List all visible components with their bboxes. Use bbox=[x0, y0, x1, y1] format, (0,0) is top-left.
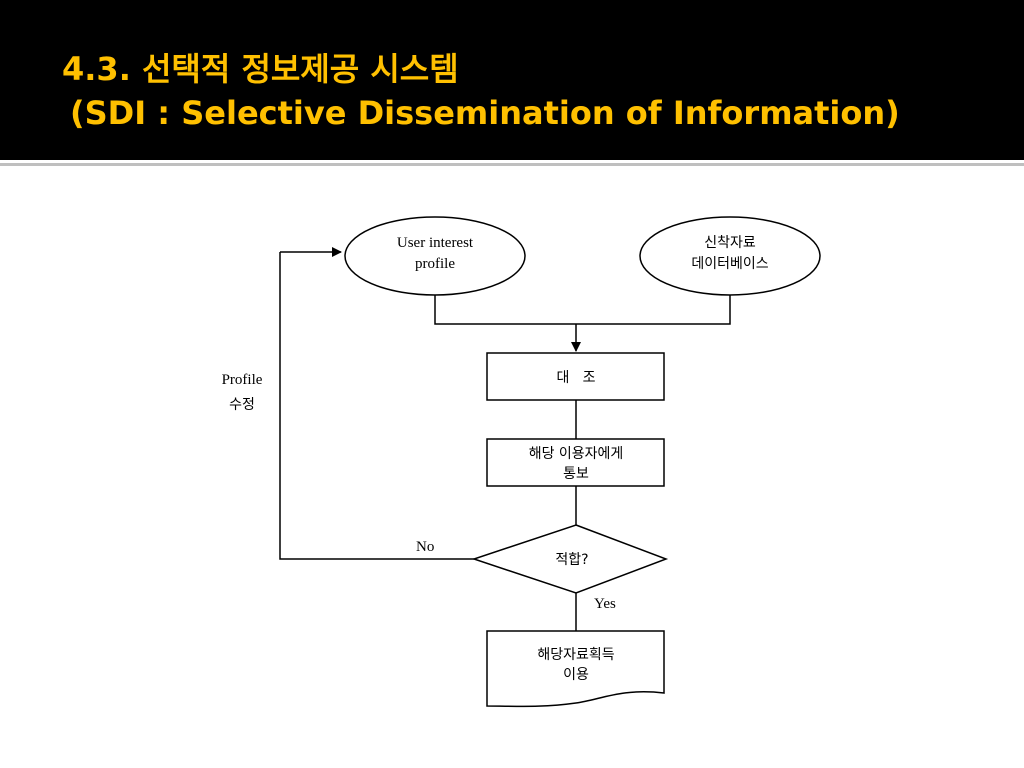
notify-label-line2: 통보 bbox=[563, 466, 589, 482]
slide-subtitle: (SDI : Selective Dissemination of Inform… bbox=[70, 94, 900, 132]
acquire-label-line1: 해당자료획득 bbox=[537, 647, 614, 663]
new-materials-database-node: 신착자료 데이터베이스 bbox=[639, 216, 821, 296]
title-divider bbox=[0, 163, 1024, 166]
no-label: No bbox=[416, 539, 434, 555]
suitability-decision-node: 적합? bbox=[471, 524, 669, 594]
no-branch-line bbox=[279, 252, 474, 560]
compare-label: 대 조 bbox=[556, 370, 595, 386]
merge-connector bbox=[434, 295, 731, 325]
user-profile-label-line2: profile bbox=[415, 256, 455, 272]
slide-title: 4.3. 선택적 정보제공 시스템 bbox=[62, 50, 459, 88]
decision-label: 적합? bbox=[555, 552, 588, 568]
acquire-label-line2: 이용 bbox=[563, 667, 589, 683]
compare-node: 대 조 bbox=[486, 352, 665, 401]
user-interest-profile-node: User interest profile bbox=[344, 216, 526, 296]
yes-label: Yes bbox=[594, 596, 616, 612]
profile-edit-label-line1: Profile bbox=[222, 372, 263, 388]
profile-edit-label-line2: 수정 bbox=[229, 397, 255, 413]
database-label-line1: 신착자료 bbox=[704, 235, 756, 251]
acquire-document-node: 해당자료획득 이용 bbox=[486, 630, 665, 708]
notify-user-node: 해당 이용자에게 통보 bbox=[486, 438, 665, 487]
notify-label-line1: 해당 이용자에게 bbox=[529, 446, 624, 462]
database-label-line2: 데이터베이스 bbox=[691, 256, 768, 272]
title-bar: 4.3. 선택적 정보제공 시스템 (SDI : Selective Disse… bbox=[0, 0, 1024, 160]
user-profile-label-line1: User interest bbox=[397, 235, 474, 251]
